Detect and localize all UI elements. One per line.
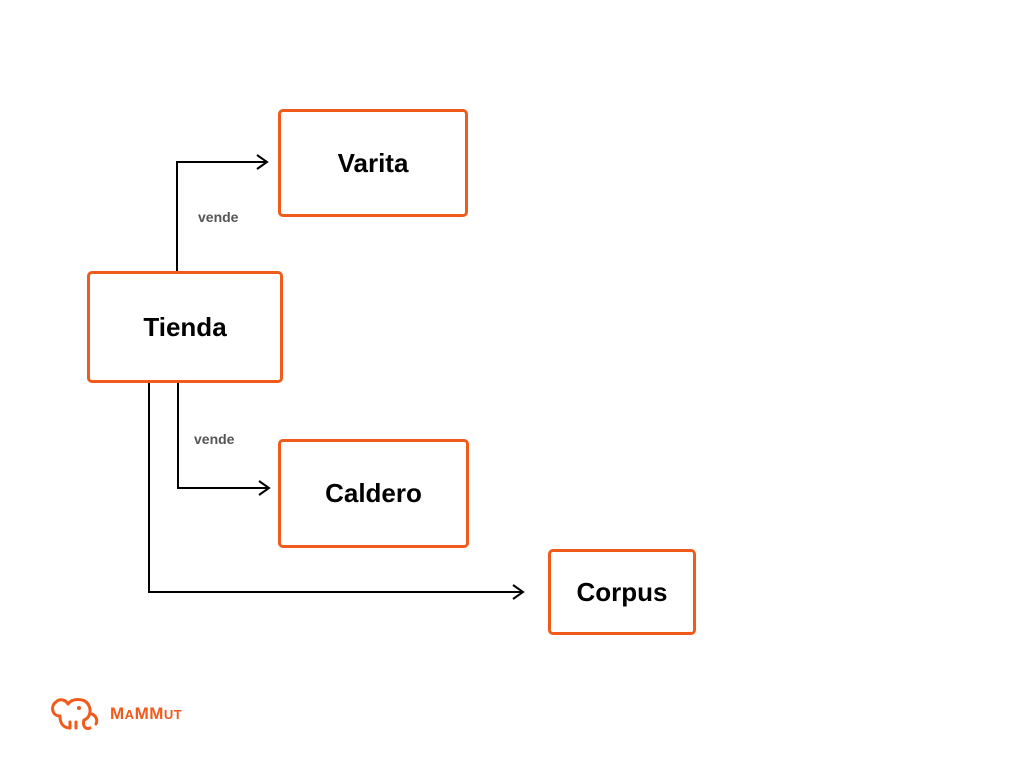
arrowhead-corpus <box>512 584 525 600</box>
edge-label-tienda-varita: vende <box>198 209 239 225</box>
arrowhead-varita <box>256 154 269 170</box>
node-tienda: Tienda <box>87 271 283 383</box>
node-caldero: Caldero <box>278 439 469 548</box>
logo-text: MAMMUT <box>110 704 183 723</box>
edge-tienda-caldero <box>177 382 268 489</box>
node-corpus: Corpus <box>548 549 696 635</box>
edge-tienda-varita <box>176 161 266 271</box>
edge-tienda-corpus <box>148 382 522 593</box>
elephant-icon <box>51 698 99 730</box>
arrowhead-caldero <box>258 480 271 496</box>
edge-label-tienda-caldero: vende <box>194 431 235 447</box>
node-varita: Varita <box>278 109 468 217</box>
brand-logo: MAMMUT <box>46 694 182 734</box>
